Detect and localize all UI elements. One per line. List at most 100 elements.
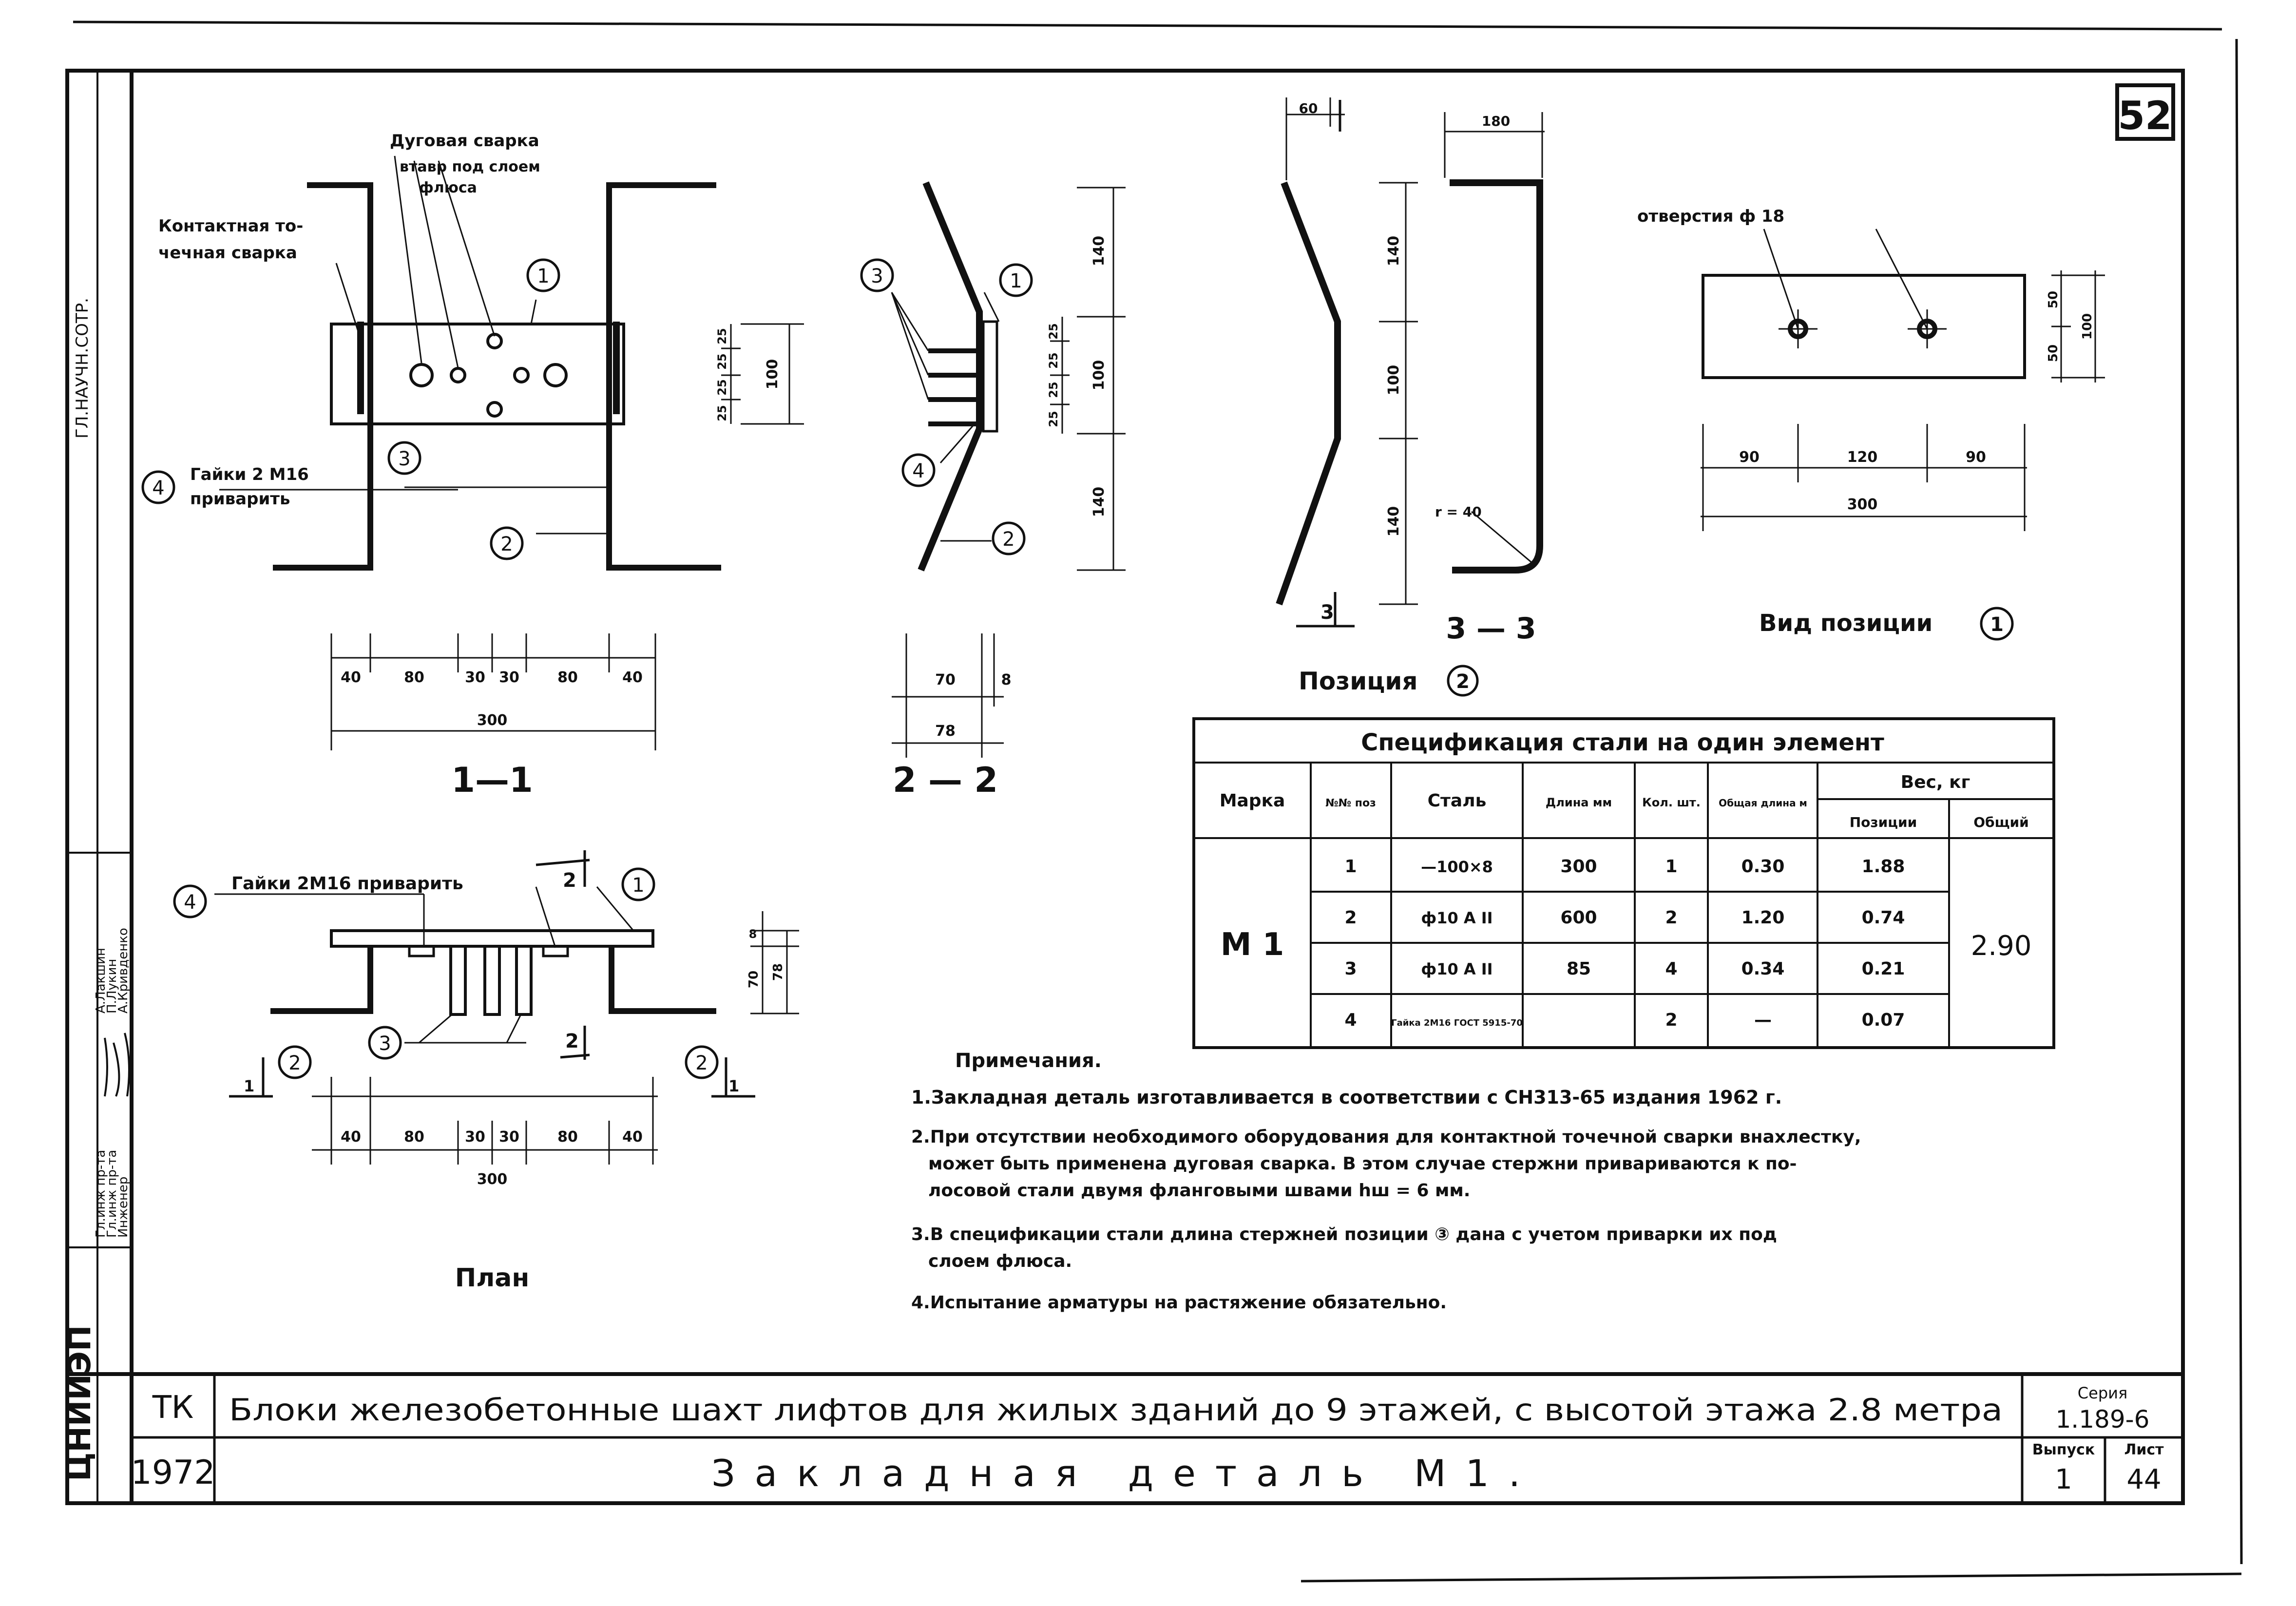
pos2-dim-140a: 140 xyxy=(1385,236,1402,267)
pos2-dim-top: 60 xyxy=(1299,100,1318,116)
spec-row4-weight: 0.07 xyxy=(1862,1010,1905,1030)
dim-side-total: 100 xyxy=(764,359,781,390)
spec-row1-weight: 1.88 xyxy=(1862,857,1905,877)
dim-2-2-100: 100 xyxy=(1091,360,1108,391)
spec-row2-length: 600 xyxy=(1560,908,1597,928)
dim-80a: 80 xyxy=(404,669,424,686)
spec-row4-pos: 4 xyxy=(1344,1010,1357,1030)
view33-dim-top: 180 xyxy=(1482,113,1510,129)
spec-row2-qty: 2 xyxy=(1665,908,1677,928)
plan-dim-80b: 80 xyxy=(557,1128,578,1146)
label-nuts-2: приварить xyxy=(190,489,290,509)
spec-header-pos: №№ поз xyxy=(1325,797,1376,809)
pos2-section-mark: 3 xyxy=(1320,601,1334,624)
spec-row3-qty: 4 xyxy=(1665,959,1677,979)
callout-2-2-2: 2 xyxy=(1002,528,1014,551)
pos2-title: Позиция xyxy=(1299,667,1417,695)
stamp-institute: ЦНИИЭП xyxy=(62,1325,98,1481)
position-2-view xyxy=(1276,97,1479,697)
plan-section-right: 1 xyxy=(728,1077,739,1095)
pos1-title: Вид позиции xyxy=(1759,610,1932,637)
dim-2-2-140b: 140 xyxy=(1091,487,1108,517)
label-contact-weld-1: Контактная то- xyxy=(158,216,303,236)
pos1-dim-90b: 90 xyxy=(1966,449,1986,466)
pos1-dim-100: 100 xyxy=(2080,313,2095,340)
stamp-name-1: А.Лакшин xyxy=(94,948,108,1013)
stamp-top-text: ГЛ.НАУЧН.СОТР. xyxy=(73,298,92,439)
stamp-name-2: П.Лукин xyxy=(105,959,119,1013)
view-2-2 xyxy=(860,181,1126,758)
spec-row2-total-length: 1.20 xyxy=(1741,908,1785,928)
tb-series-label: Серия xyxy=(2078,1384,2127,1402)
dim-side-25d: 25 xyxy=(715,405,729,421)
tb-title-line: Блоки железобетонные шахт лифтов для жил… xyxy=(229,1392,2003,1428)
sheet-number-box: 52 xyxy=(2115,83,2175,141)
plate-2-2 xyxy=(982,320,998,433)
view33-radius: r = 40 xyxy=(1435,504,1482,520)
plan-dim-30b: 30 xyxy=(499,1128,519,1146)
callout-4: 4 xyxy=(152,477,164,499)
dim-side-25c: 25 xyxy=(715,379,729,395)
label-arc-weld-sub1: втавр под слоем xyxy=(400,158,540,175)
plan-callout-2b: 2 xyxy=(695,1052,708,1074)
sheet-number: 52 xyxy=(2118,93,2172,138)
dim-40b: 40 xyxy=(622,669,643,686)
plan-callout-2a: 2 xyxy=(288,1052,301,1074)
dim-2-2-8: 8 xyxy=(1001,671,1012,688)
position-1-view xyxy=(1701,229,2105,641)
spec-row1-steel: —100×8 xyxy=(1421,858,1493,876)
plate-pos1 xyxy=(330,323,625,425)
spec-row3-total-length: 0.34 xyxy=(1741,959,1785,979)
stamp-row-2: Гл.инж пр-та xyxy=(105,1150,119,1238)
plan-dim-70: 70 xyxy=(746,971,761,988)
view33-title: 3 — 3 xyxy=(1446,612,1536,646)
dim-2-2-70: 70 xyxy=(935,671,956,688)
label-contact-weld-2: чечная сварка xyxy=(158,243,297,263)
stamp-name-3: А.Кривденко xyxy=(116,928,131,1013)
spec-header-qty: Кол. шт. xyxy=(1642,796,1701,809)
spec-row2-pos: 2 xyxy=(1344,908,1357,928)
view-1-1-text: Дуговая сварка втавр под слоем флюса Кон… xyxy=(152,131,781,800)
plan-dim-40b: 40 xyxy=(622,1128,643,1146)
callout-2: 2 xyxy=(500,533,513,555)
spec-row4-steel: Гайка 2М16 ГОСТ 5915-70 xyxy=(1391,1018,1523,1028)
plan-rod-right xyxy=(609,948,716,1014)
rod-position-2 xyxy=(1276,181,1341,606)
spec-title: Спецификация стали на один элемент xyxy=(1361,729,1884,756)
note-line-2: 2.При отсутствии необходимого оборудован… xyxy=(911,1127,1861,1147)
plan-section-left: 1 xyxy=(244,1077,254,1095)
spec-header-mark: Марка xyxy=(1220,791,1285,811)
dim-30b: 30 xyxy=(499,669,519,686)
plan-section-bottom: 2 xyxy=(565,1030,579,1052)
spec-row4-total-length: — xyxy=(1754,1010,1772,1030)
spec-row3-length: 85 xyxy=(1567,959,1591,979)
spec-row3-steel: ф10 А II xyxy=(1421,960,1492,978)
spec-table: Спецификация стали на один элемент Марка… xyxy=(1220,729,2032,1030)
view-title-1-1: 1—1 xyxy=(451,760,533,800)
spec-row1-total-length: 0.30 xyxy=(1741,857,1785,877)
spec-row2-steel: ф10 А II xyxy=(1421,909,1492,927)
rod-3-3 xyxy=(1450,179,1543,574)
tb-issue-label: Выпуск xyxy=(2032,1441,2095,1458)
dim-2-2-25d: 25 xyxy=(1047,411,1060,427)
dim-2-2-25c: 25 xyxy=(1047,382,1060,398)
plan-dim-30a: 30 xyxy=(465,1128,485,1146)
dim-side-25b: 25 xyxy=(715,353,729,369)
note-line-6: слоем флюса. xyxy=(928,1251,1072,1271)
plan-section-top: 2 xyxy=(563,869,576,892)
callout-2-2-1: 1 xyxy=(1010,270,1022,292)
spec-row1-qty: 1 xyxy=(1665,857,1677,877)
dim-30a: 30 xyxy=(465,669,485,686)
rod-right-pos2 xyxy=(606,182,721,571)
plan-text: Гайки 2М16 приварить 4 1 2 2 3 2 2 1 1 8… xyxy=(184,869,785,1293)
spec-header-weight: Вес, кг xyxy=(1901,772,1971,792)
view-1-1 xyxy=(141,155,804,750)
plan-rod-left xyxy=(270,948,373,1014)
callout-1: 1 xyxy=(537,265,549,287)
plan-dim-40a: 40 xyxy=(341,1128,361,1146)
spec-row1-length: 300 xyxy=(1560,857,1597,877)
note-line-5: 3.В спецификации стали длина стержней по… xyxy=(911,1224,1777,1244)
pos1-dim-50a: 50 xyxy=(2046,291,2061,308)
spec-table-grid xyxy=(1192,717,2055,1049)
plan-dim-8: 8 xyxy=(749,927,757,941)
